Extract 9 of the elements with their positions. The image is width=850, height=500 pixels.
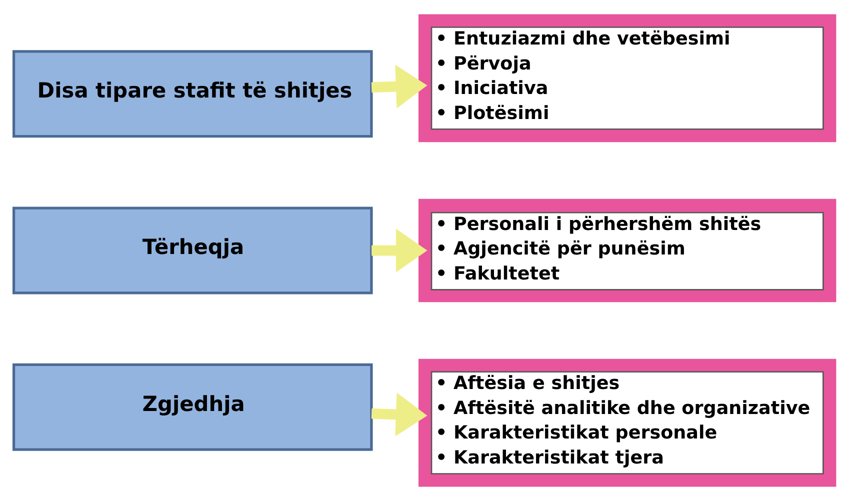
arrow — [372, 228, 428, 272]
node-box: Tërheqja — [12, 206, 373, 294]
node-box: • Entuziazmi dhe vetëbesimi • Përvoja • Iniciativa • Plotësimi — [418, 14, 836, 142]
node-box: • Personali i përhershëm shitës • Agjencitë për punësim • Fakultetet — [418, 198, 836, 302]
node-box: Zgjedhja — [12, 362, 373, 450]
arrow — [371, 392, 428, 436]
node-box: • Aftësia e shitjes • Aftësitë analitike dhe organizative • Karakteristikat personale • Karakteristikat tjera — [418, 358, 836, 486]
node-box: Disa tipare stafit të shitjes — [12, 50, 373, 138]
arrow — [371, 64, 428, 108]
